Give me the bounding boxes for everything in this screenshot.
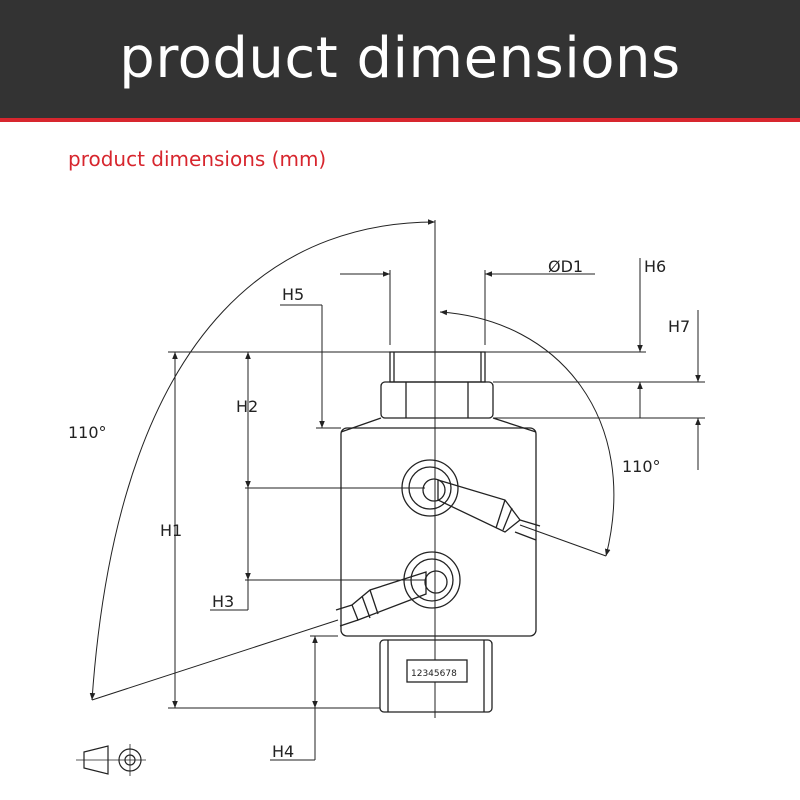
hex-nut (380, 381, 494, 419)
label-serial: 12345678 (411, 669, 457, 679)
label-h7: H7 (668, 317, 690, 336)
label-h4: H4 (272, 742, 294, 761)
page-title: product dimensions (119, 26, 681, 91)
sensor-body (340, 427, 537, 637)
right-swing-arc (439, 309, 615, 557)
label-h6: H6 (644, 257, 666, 276)
label-h5: H5 (282, 285, 304, 304)
first-angle-projection-icon (76, 744, 146, 776)
header-bar (0, 0, 800, 118)
upper-cable-gland (437, 479, 521, 533)
label-d1: ØD1 (548, 257, 583, 276)
label-angle-right: 110° (622, 457, 661, 476)
lower-cable-gland (351, 571, 427, 621)
top-thread (389, 351, 486, 383)
label-angle-left: 110° (68, 423, 107, 442)
left-swing-arc (89, 219, 436, 701)
label-h1: H1 (160, 521, 182, 540)
section-subtitle: product dimensions (mm) (68, 147, 327, 171)
header-accent-rule (0, 118, 800, 122)
label-h3: H3 (212, 592, 234, 611)
label-h2: H2 (236, 397, 258, 416)
